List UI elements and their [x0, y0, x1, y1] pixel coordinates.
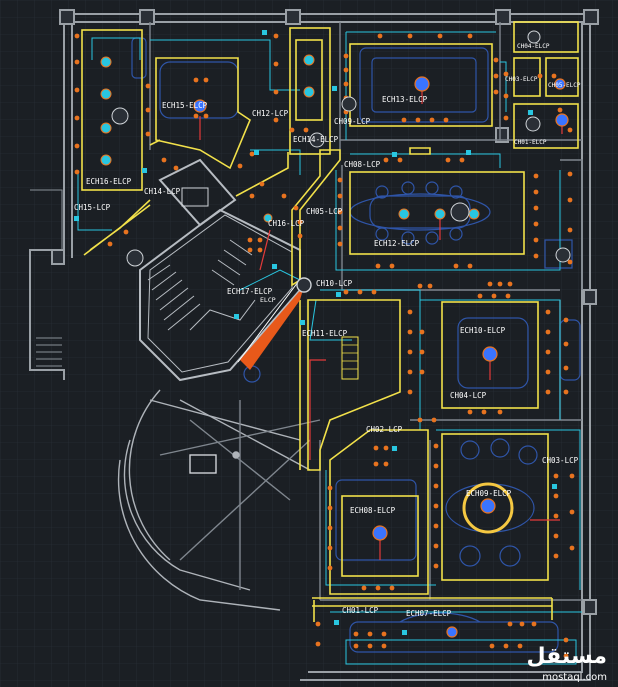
outer-walls	[29, 9, 599, 681]
round-tower	[117, 389, 321, 611]
label-ch10: CH10-LCP	[316, 279, 353, 288]
emergency-ramp	[237, 277, 312, 370]
label-ech08: ECH08-ELCP	[350, 506, 396, 515]
label-ch01-elcp: CH01-ELCP	[514, 139, 547, 146]
label-ch01: CH01-LCP	[342, 606, 379, 615]
label-ch16: CH16-LCP	[268, 219, 305, 228]
label-ech13: ECH13-ELCP	[382, 95, 428, 104]
label-ech07: ECH07-ELCP	[406, 609, 452, 618]
label-ch12: CH12-LCP	[252, 109, 289, 118]
label-ch04-elcp: CH04-ELCP	[517, 43, 550, 50]
label-ch14: CH14-LCP	[144, 187, 181, 196]
label-ch03-elcp: CH03-ELCP	[505, 76, 538, 83]
light-fixtures	[74, 33, 575, 659]
label-ech10: ECH10-ELCP	[460, 326, 506, 335]
chandeliers	[100, 54, 569, 638]
label-ch09: CH09-LCP	[334, 117, 371, 126]
label-ch02: CH02-LCP	[366, 425, 403, 434]
watermark-latin: mostaql.com	[542, 672, 607, 683]
label-ech15: ECH15-ELCP	[162, 101, 208, 110]
staircase	[139, 158, 301, 382]
label-ech17: ECH17-ELCP	[227, 287, 273, 296]
label-ch15: CH15-LCP	[74, 203, 111, 212]
cyan-wiring	[77, 31, 582, 665]
panel-symbols	[111, 30, 571, 267]
label-ech14: ECH14-ELCP	[293, 135, 339, 144]
label-ch05-elcp: CH05-ELCP	[548, 82, 581, 89]
label-ech12: ECH12-ELCP	[374, 239, 420, 248]
label-ech11: ECH11-ELCP	[302, 329, 348, 338]
label-ech16: ECH16-ELCP	[86, 177, 132, 186]
label-elcp: ELCP	[260, 296, 276, 304]
switches	[74, 30, 557, 635]
label-ech09: ECH09-ELCP	[466, 489, 512, 498]
watermark: مستقل mostaql.com	[527, 644, 607, 683]
circuit-labels: ECH16-ELCP CH15-LCP ECH15-ELCP CH12-LCP …	[74, 43, 581, 618]
label-ch05: CH05-LCP	[306, 207, 343, 216]
label-ch03-lcp: CH03-LCP	[542, 456, 579, 465]
label-ch04-lcp: CH04-LCP	[450, 391, 487, 400]
external-stair	[30, 189, 63, 367]
label-ch08: CH08-LCP	[344, 160, 381, 169]
watermark-arabic: مستقل	[527, 644, 607, 669]
